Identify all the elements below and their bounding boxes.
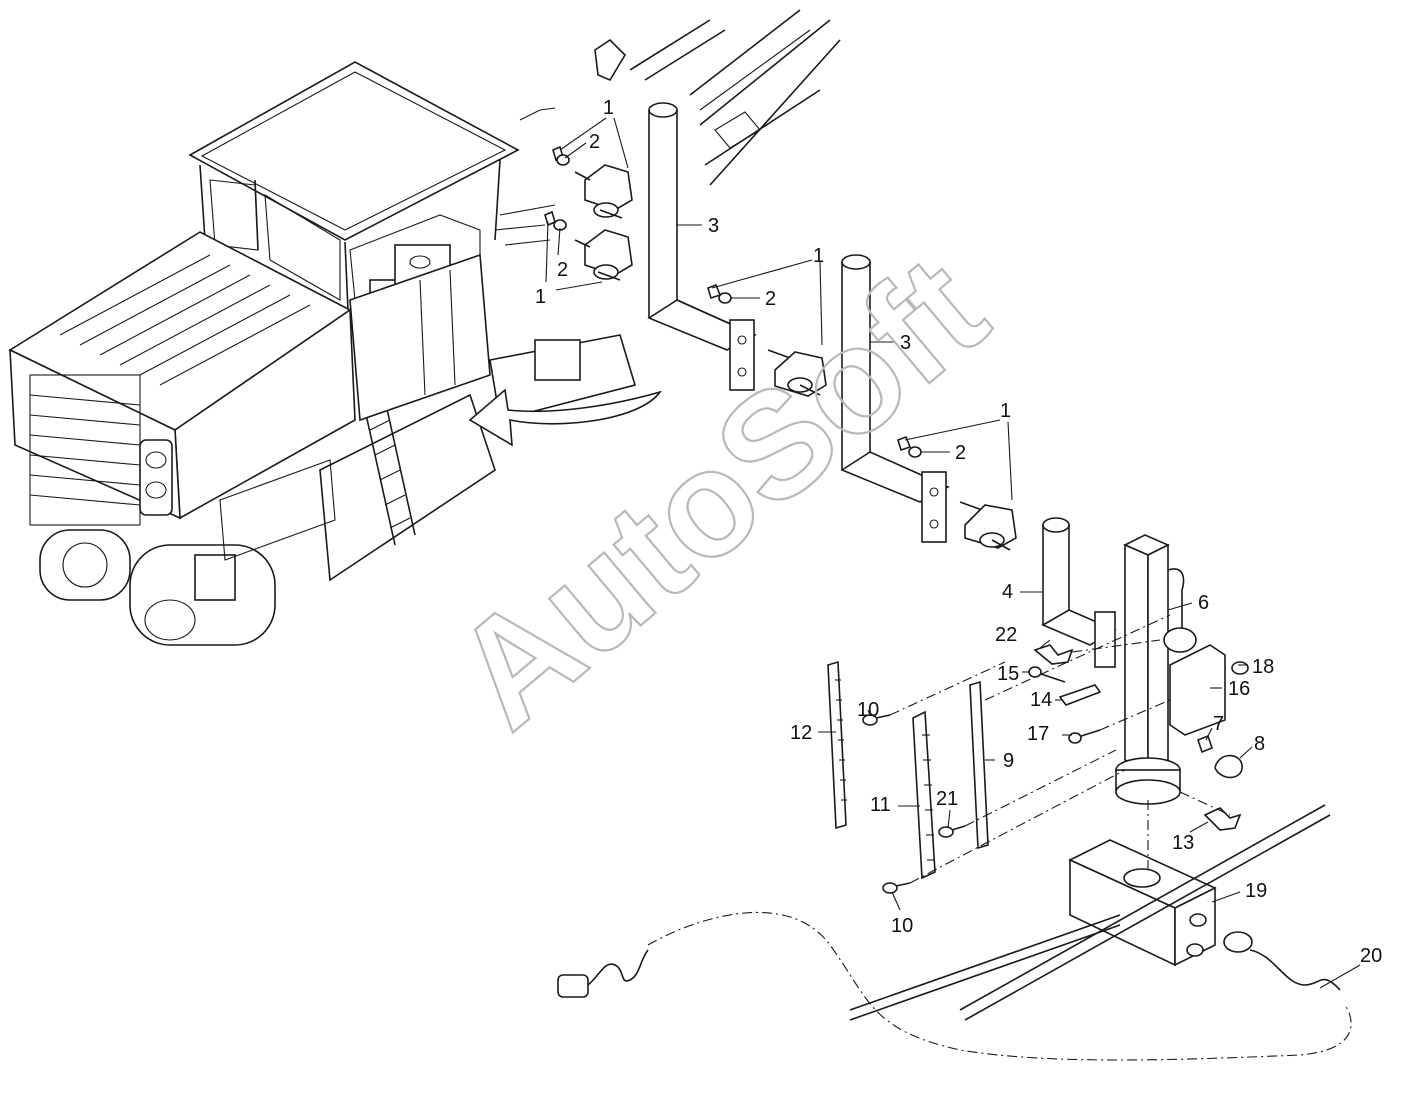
callout-15: 15 bbox=[997, 663, 1019, 685]
callout-16: 16 bbox=[1228, 678, 1250, 700]
callout-2: 2 bbox=[765, 288, 776, 310]
callout-1: 1 bbox=[1000, 400, 1011, 422]
mounting-post-upper bbox=[647, 102, 827, 397]
assembly-lines bbox=[889, 614, 1231, 884]
callout-4: 4 bbox=[1002, 581, 1013, 603]
callout-22: 22 bbox=[995, 624, 1017, 646]
leader-lines bbox=[545, 117, 1361, 989]
callout-9: 9 bbox=[1003, 750, 1014, 772]
callout-1: 1 bbox=[603, 97, 614, 119]
callout-2: 2 bbox=[557, 259, 568, 281]
callout-21: 21 bbox=[936, 788, 958, 810]
boom-fragment bbox=[594, 9, 841, 186]
callout-20: 20 bbox=[1360, 945, 1382, 967]
callout-17: 17 bbox=[1027, 723, 1049, 745]
callout-12: 12 bbox=[790, 722, 812, 744]
clamp-set-upper bbox=[544, 145, 633, 281]
callout-1: 1 bbox=[535, 286, 546, 308]
mounting-post-lower bbox=[840, 254, 1017, 551]
callout-2: 2 bbox=[589, 131, 600, 153]
sensor-assembly bbox=[557, 517, 1352, 1061]
part-callouts: 1 2 2 1 3 1 2 3 1 2 4 6 22 18 15 16 14 1… bbox=[535, 97, 1382, 967]
callout-2: 2 bbox=[955, 442, 966, 464]
callout-10: 10 bbox=[857, 699, 879, 721]
callout-3: 3 bbox=[900, 332, 911, 354]
callout-14: 14 bbox=[1030, 689, 1052, 711]
callout-8: 8 bbox=[1254, 733, 1265, 755]
callout-13: 13 bbox=[1172, 832, 1194, 854]
callout-10: 10 bbox=[891, 915, 913, 937]
callout-3: 3 bbox=[708, 215, 719, 237]
callout-11: 11 bbox=[870, 794, 891, 816]
callout-18: 18 bbox=[1252, 656, 1274, 678]
callout-6: 6 bbox=[1198, 592, 1209, 614]
callout-7: 7 bbox=[1213, 713, 1224, 735]
callout-1: 1 bbox=[813, 245, 824, 267]
scale-rails bbox=[827, 660, 989, 894]
milling-machine-illustration bbox=[8, 61, 662, 646]
callout-19: 19 bbox=[1245, 880, 1267, 902]
